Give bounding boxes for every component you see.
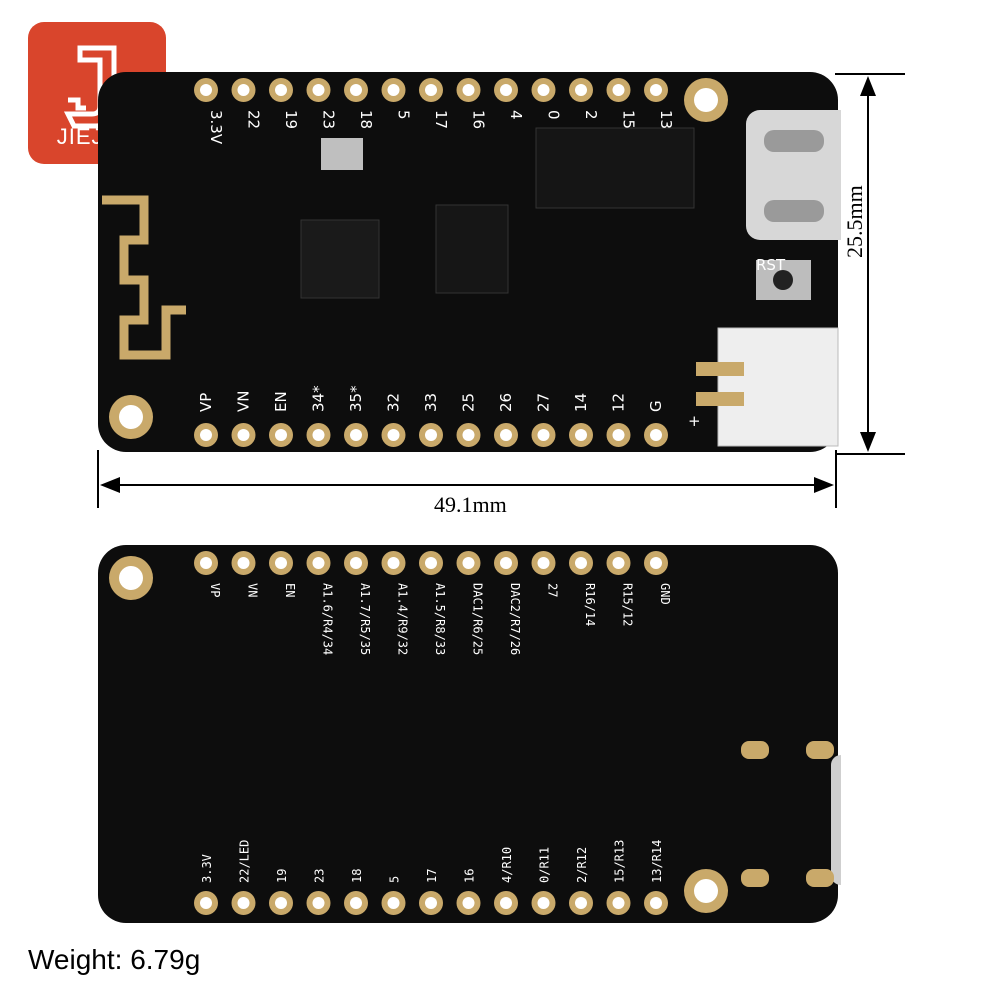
pin-label: 25 xyxy=(460,393,478,412)
pin-label: VP xyxy=(208,583,222,597)
pin-label: 4/R10 xyxy=(500,847,514,883)
pin-label: 18 xyxy=(350,869,364,883)
width-label: 49.1mm xyxy=(434,492,507,517)
pin-label: 22/LED xyxy=(238,840,252,883)
pin-label: VP xyxy=(197,393,215,412)
pin-label: 23 xyxy=(320,110,338,129)
pin-label: A1.7/R5/35 xyxy=(358,583,372,655)
pin-label: 34* xyxy=(310,385,328,412)
pin-label: R15/12 xyxy=(621,583,635,626)
pin-label: 3.3V xyxy=(207,110,225,145)
pin-label: 5 xyxy=(395,110,413,120)
mcu-chip xyxy=(300,219,380,299)
pin-label: 35* xyxy=(347,385,365,412)
pin-label: 14 xyxy=(572,393,590,412)
pin-label: 0 xyxy=(545,110,563,120)
board-back-image: VP VN EN A1.6/R4/34 A1.7/R5/35 A1.4/R9/32 A1.5… xyxy=(98,545,841,923)
pin-label: 17 xyxy=(432,110,450,129)
pin-label: 23 xyxy=(313,869,327,883)
weight-label: Weight: 6.79g xyxy=(28,944,201,975)
height-label: 25.5mm xyxy=(842,185,867,258)
pin-label: 18 xyxy=(357,110,375,129)
pin-label: 27 xyxy=(535,393,553,412)
pin-label: 12 xyxy=(610,393,628,412)
width-dimension-line xyxy=(97,450,837,508)
pin-label: GND xyxy=(658,583,672,605)
pin-label: DAC2/R7/26 xyxy=(508,583,522,655)
pin-label: A1.6/R4/34 xyxy=(321,583,335,655)
pin-label: 17 xyxy=(425,869,439,883)
pin-label: VN xyxy=(235,391,253,412)
pin-label: 13/R14 xyxy=(650,840,664,883)
pin-label: 2 xyxy=(582,110,600,120)
pin-label: 22 xyxy=(245,110,263,129)
pin-label: 4 xyxy=(507,110,525,120)
pin-label: 26 xyxy=(497,393,515,412)
pin-label: 13 xyxy=(657,110,675,129)
pin-label: 0/R11 xyxy=(538,847,552,883)
pin-label: 32 xyxy=(385,393,403,412)
pin-label: A1.5/R8/33 xyxy=(433,583,447,655)
pin-label: A1.4/R9/32 xyxy=(396,583,410,655)
flash-chip xyxy=(435,204,509,294)
usb-c-port-side xyxy=(831,755,841,885)
crystal xyxy=(321,138,363,170)
pin-label: 5 xyxy=(388,876,402,883)
pin-label: R16/14 xyxy=(583,583,597,626)
pin-label: 19 xyxy=(275,869,289,883)
pin-label: 27 xyxy=(546,583,560,597)
board-front-image: RST + 3.3V 22 19 23 18 5 17 16 4 0 2 15 13 VP VN EN 34*… xyxy=(98,72,841,452)
pin-label: 19 xyxy=(282,110,300,129)
usb-serial-chip xyxy=(535,127,695,209)
pin-label: DAC1/R6/25 xyxy=(471,583,485,655)
pin-label: 33 xyxy=(422,393,440,412)
plus-label: + xyxy=(688,412,701,430)
pin-label: 15/R13 xyxy=(613,840,627,883)
pin-label: 16 xyxy=(463,869,477,883)
pin-label: 3.3V xyxy=(200,854,214,883)
pin-label: G xyxy=(647,400,665,412)
pin-label: 15 xyxy=(620,110,638,129)
antenna-trace xyxy=(102,195,186,360)
pin-label: EN xyxy=(272,391,290,412)
pin-label: 16 xyxy=(470,110,488,129)
pin-label: 2/R12 xyxy=(575,847,589,883)
battery-connector xyxy=(717,327,839,447)
height-dimension-line xyxy=(835,73,905,455)
pin-label: EN xyxy=(283,583,297,597)
rst-label: RST xyxy=(756,256,786,274)
pin-label: VN xyxy=(246,583,260,597)
